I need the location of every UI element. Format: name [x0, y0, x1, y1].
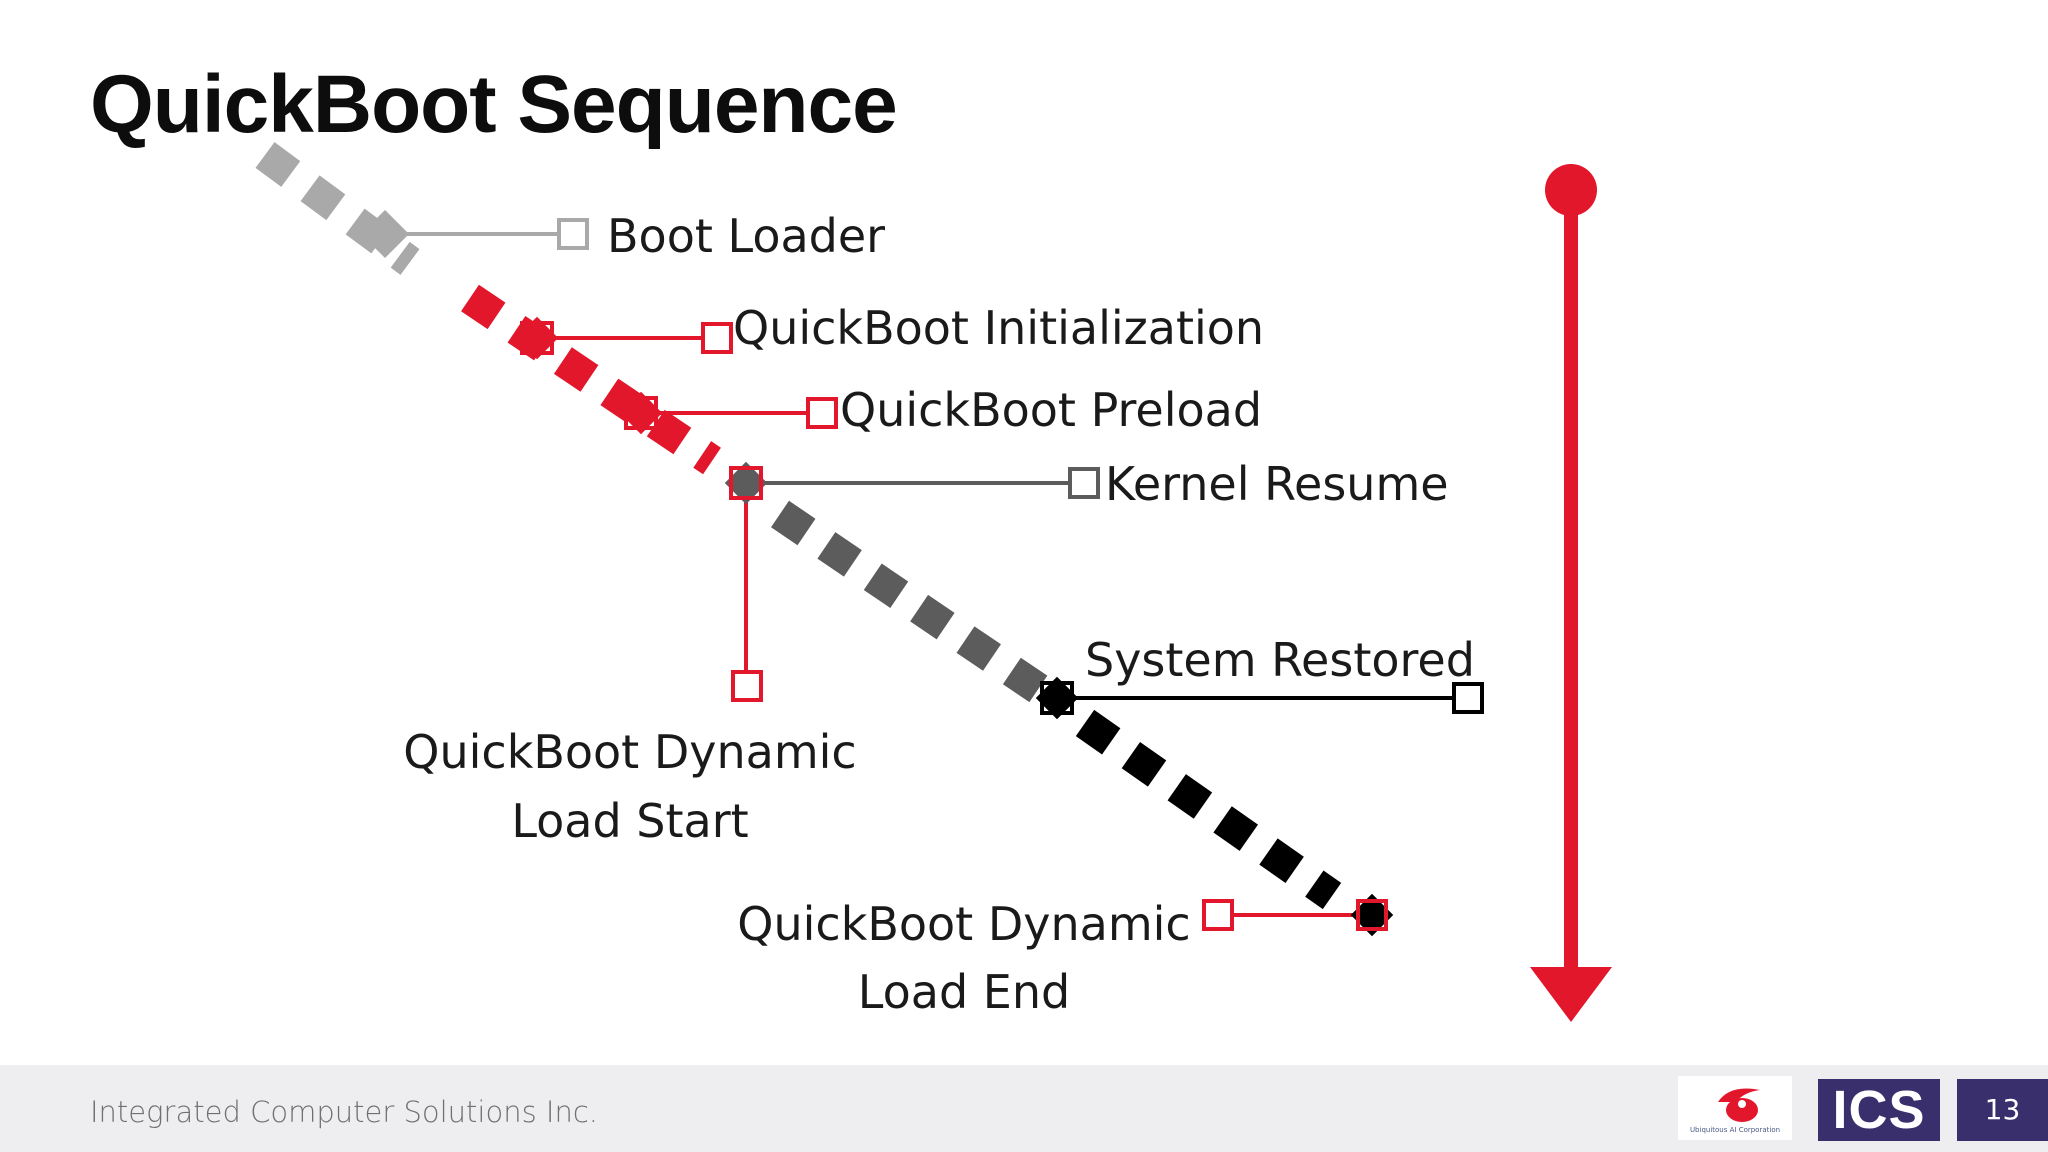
label-dyn-start-line2: Load Start [511, 794, 748, 848]
slide-title: QuickBoot Sequence [90, 59, 898, 150]
kernel-resume-marker [724, 461, 1100, 702]
system-restored-marker [1035, 676, 1484, 720]
label-boot-loader: Boot Loader [607, 209, 885, 263]
quickboot-sequence-diagram: Boot Loader QuickBoot Initialization Qui… [255, 142, 1612, 1022]
timeline-segment-bootloader [255, 142, 420, 275]
time-arrow [1530, 164, 1612, 1022]
label-dyn-end-line2: Load End [858, 965, 1070, 1019]
ics-logo: ICS [1818, 1079, 1940, 1141]
partner-logo-icon [1718, 1088, 1760, 1122]
partner-logo-caption: Ubiquitous AI Corporation [1689, 1126, 1781, 1134]
label-qb-init: QuickBoot Initialization [733, 301, 1264, 355]
label-dyn-end-line1: QuickBoot Dynamic [737, 897, 1190, 951]
partner-logo: Ubiquitous AI Corporation [1678, 1076, 1792, 1140]
timeline-segment-quickboot [461, 284, 721, 475]
qb-preload-marker [619, 391, 838, 435]
label-qb-preload: QuickBoot Preload [840, 383, 1262, 437]
company-name: Integrated Computer Solutions Inc. [90, 1095, 599, 1129]
dyn-load-end-marker [1202, 893, 1394, 937]
arrow-down-icon [1530, 967, 1612, 1022]
qb-init-marker [515, 316, 733, 360]
timeline-segment-restored [1075, 709, 1342, 910]
label-system-restored: System Restored [1085, 633, 1475, 687]
timeline-segment-kernel [771, 500, 1049, 704]
timeline-dashes [255, 142, 1342, 910]
time-arrow-start-dot [1545, 164, 1597, 216]
label-kernel-resume: Kernel Resume [1105, 457, 1449, 511]
slide-footer: Integrated Computer Solutions Inc. Ubiqu… [0, 1065, 2048, 1152]
label-dyn-start-line1: QuickBoot Dynamic [403, 725, 856, 779]
boot-loader-marker [360, 209, 589, 259]
page-number: 13 [1957, 1079, 2048, 1141]
